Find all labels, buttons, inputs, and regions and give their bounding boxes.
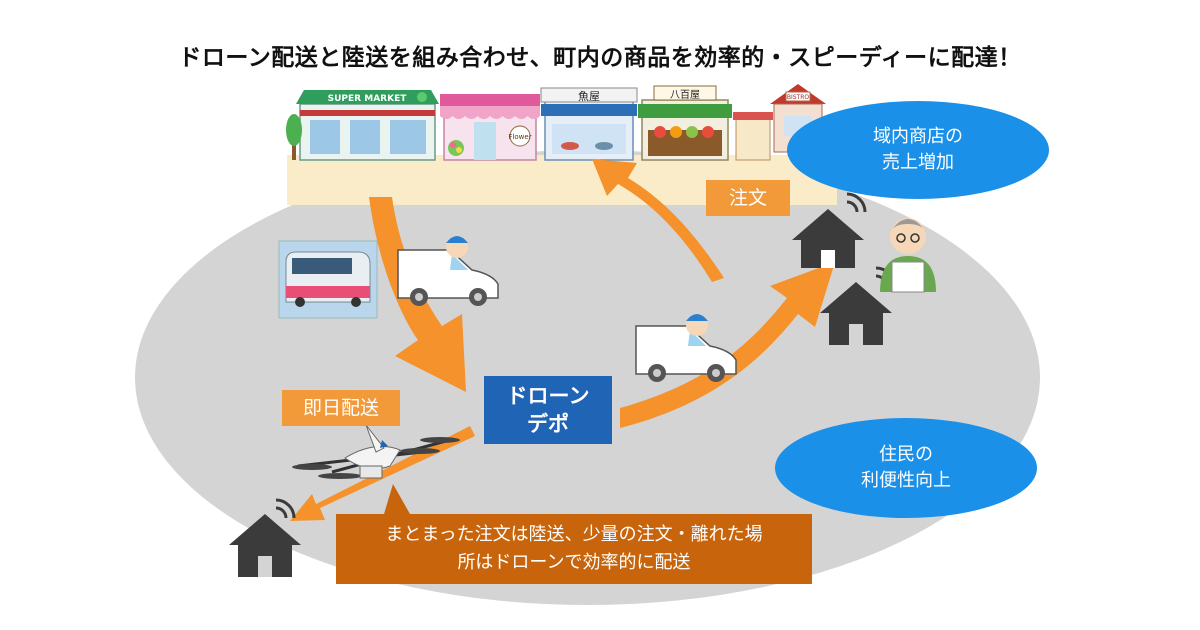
house-wifi-icon [792,192,867,268]
sales-bubble-line1: 域内商店の [873,126,963,147]
same-day-delivery-label: 即日配送 [282,390,400,426]
bistro-sign: BISTRO [787,94,810,101]
sales-increase-bubble: 域内商店の 売上増加 [787,101,1049,199]
greengrocer-sign: 八百屋 [670,89,700,101]
arrow-order-to-shops [592,159,724,282]
arrow-depot-to-homes [620,262,835,428]
order-label: 注文 [706,180,790,216]
shop-greengrocer: 八百屋 [638,85,732,161]
residents-bubble-line1: 住民の [879,444,933,465]
supermarket-sign: SUPER MARKET [328,94,408,104]
drone-icon [292,424,460,479]
note-line2: 所はドローンで効率的に配送 [457,552,691,573]
sales-bubble-line2: 売上増加 [882,152,954,173]
depot-line2: デポ [527,412,569,436]
residents-bubble-line2: 利便性向上 [861,470,951,491]
shopkeeper-icon [880,218,936,293]
note-line1: まとまった注文は陸送、少量の注文・離れた場 [385,524,763,545]
van-icon [635,314,737,382]
van-icon [397,236,499,306]
shop-supermarket: SUPER MARKET [296,90,439,161]
depot-line1: ドローン [506,384,590,408]
shop-fish: 魚屋 [540,87,638,161]
shop-tree [286,114,302,160]
bus-icon [278,240,378,319]
shop-flower: Flower [440,94,540,161]
drone-depot-box: ドローン デポ [484,376,612,444]
house-wifi-icon [229,498,301,577]
fish-sign: 魚屋 [578,90,600,103]
flower-sign: Flower [508,133,531,141]
shop-house-small [733,112,773,161]
delivery-note-callout: まとまった注文は陸送、少量の注文・離れた場 所はドローンで効率的に配送 [336,514,812,584]
resident-convenience-bubble: 住民の 利便性向上 [775,418,1037,518]
page-title: ドローン配送と陸送を組み合わせ、町内の商品を効率的・スピーディーに配達！ [178,45,1022,71]
